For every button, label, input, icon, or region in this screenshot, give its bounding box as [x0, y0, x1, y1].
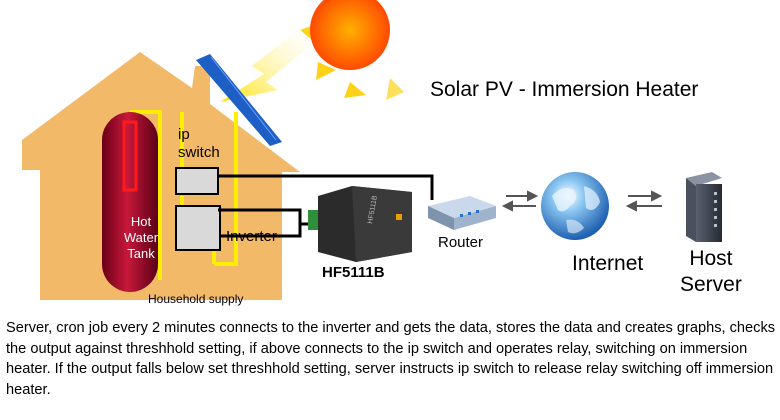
ip-switch-box — [175, 167, 219, 195]
internet-label: Internet — [572, 252, 644, 275]
host-server-icon — [686, 172, 722, 242]
description-text: Server, cron job every 2 minutes connect… — [6, 320, 776, 398]
inverter-label: Inverter — [226, 228, 277, 245]
diagram-title: Solar PV - Immersion Heater — [430, 78, 699, 101]
router-icon — [428, 196, 496, 230]
host-server-label: Host Server — [680, 247, 742, 296]
device-face-text: HF5111B — [367, 195, 379, 225]
internet-globe-icon — [541, 172, 609, 240]
hot-water-tank-label: Hot Water Tank — [123, 214, 159, 261]
ip-switch-label: ip switch — [178, 126, 220, 161]
immersion-heater-icon — [122, 120, 138, 192]
sun-icon — [300, 0, 404, 100]
hot-water-tank — [102, 112, 158, 292]
solar-panel-icon — [196, 54, 282, 146]
hf5111b-label: HF5111B — [322, 264, 385, 281]
sunlight-arrow — [220, 28, 312, 102]
hf5111b-device-icon: HF5111B — [308, 186, 412, 262]
household-supply-label: Household supply — [148, 292, 244, 306]
router-label: Router — [438, 234, 484, 251]
network-cables — [218, 174, 434, 238]
router-internet-arrows — [501, 190, 539, 212]
inverter-box — [175, 205, 221, 251]
internet-server-arrows — [625, 190, 663, 212]
